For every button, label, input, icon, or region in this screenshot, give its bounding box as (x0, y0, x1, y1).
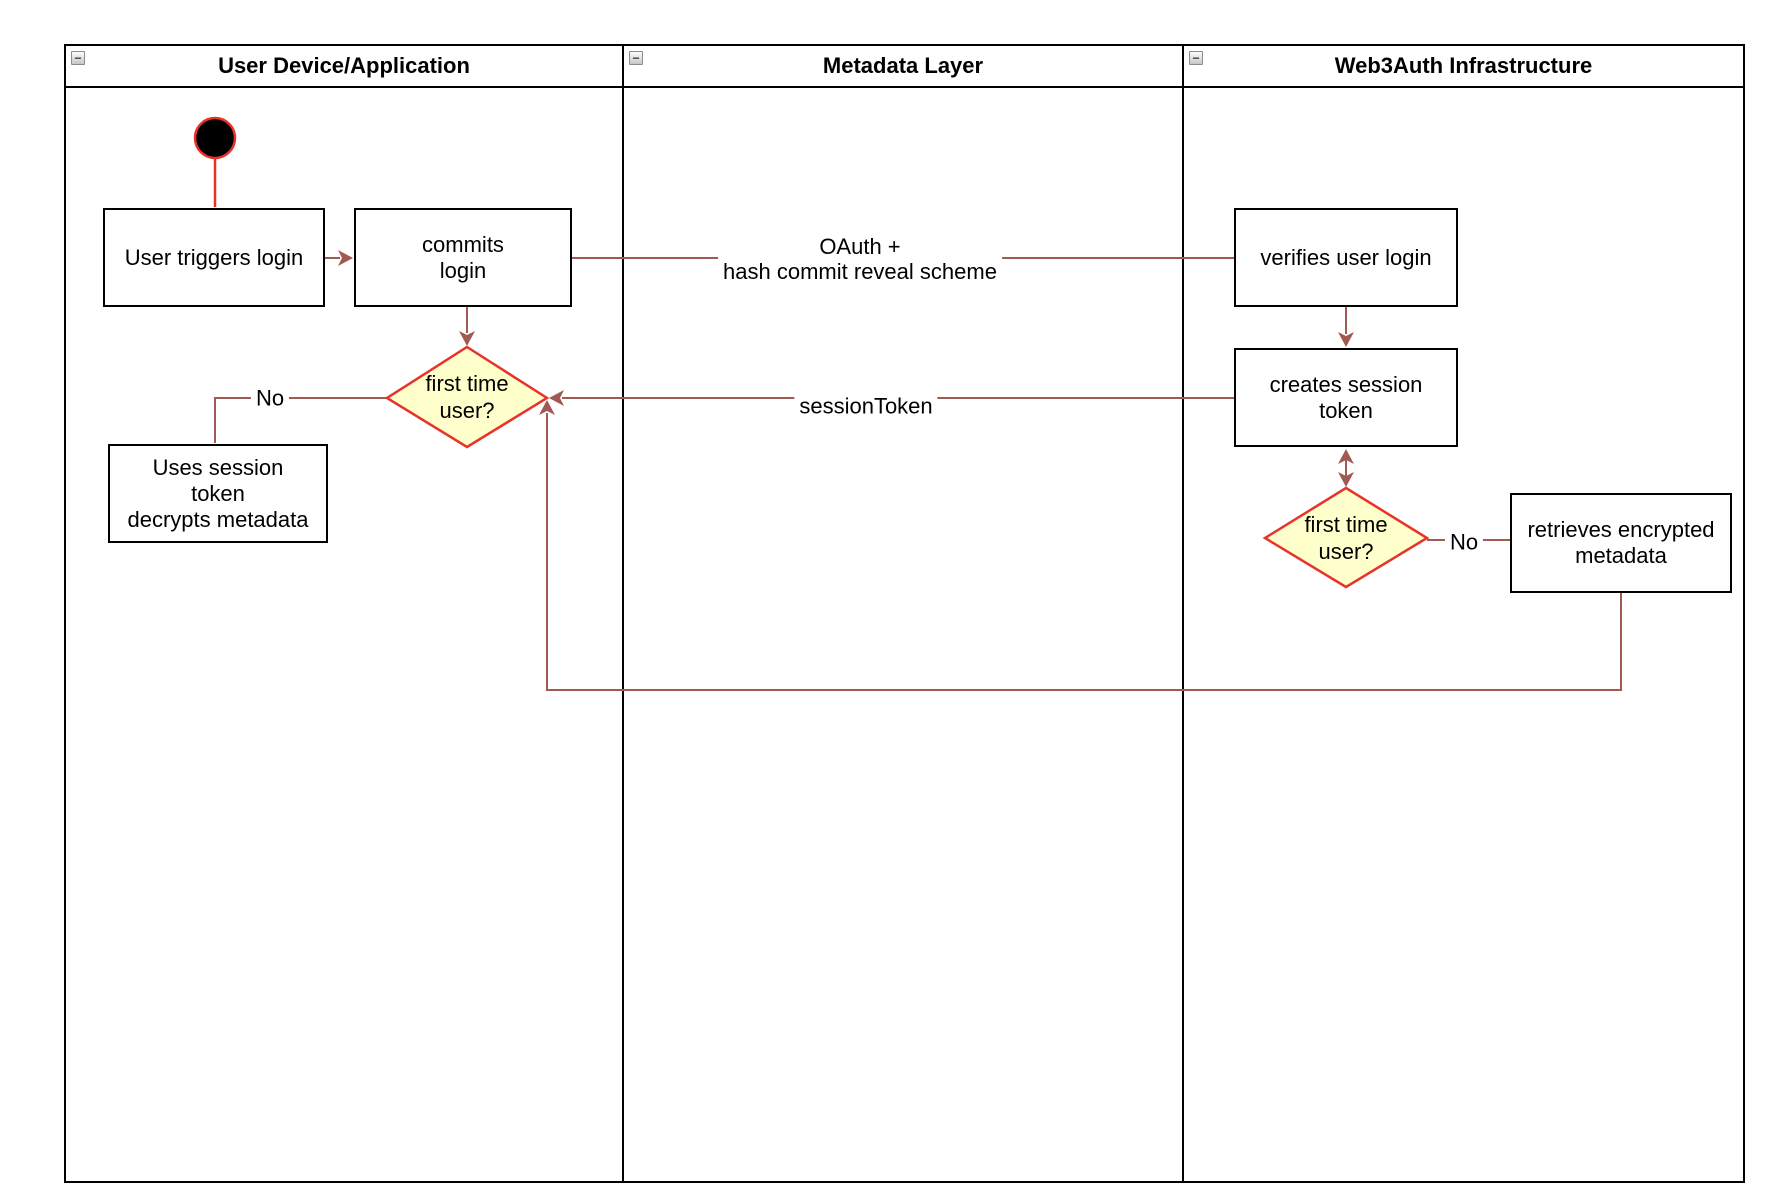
arrowhead-down-decision-device (459, 331, 475, 346)
edge-label-no-device: No (250, 385, 290, 411)
node-retrieves-encrypted-metadata[interactable]: retrieves encrypted metadata (1510, 493, 1732, 593)
node-verifies-user-login[interactable]: verifies user login (1234, 208, 1458, 307)
decision-diamond-infra[interactable] (1262, 486, 1430, 589)
arrowhead-up-creates (1338, 449, 1354, 464)
arrowhead-down-decision-infra (1338, 472, 1354, 487)
collapse-lane-icon-web3auth[interactable]: − (1189, 51, 1203, 65)
node-creates-session-token[interactable]: creates session token (1234, 348, 1458, 447)
node-user-triggers-login[interactable]: User triggers login (103, 208, 325, 307)
edge-label-no-infra: No (1444, 529, 1484, 555)
collapse-lane-icon-metadata-layer[interactable]: − (629, 51, 643, 65)
edge-label-oauth: OAuth + hash commit reveal scheme (718, 234, 1002, 284)
edge-no-to-uses-session (214, 397, 387, 443)
edge-retrieves-loopback (546, 413, 1622, 691)
decision-diamond-device[interactable] (384, 345, 550, 449)
collapse-lane-icon-user-device[interactable]: − (71, 51, 85, 65)
node-commits-login[interactable]: commits login (354, 208, 572, 307)
edge-label-session-token: sessionToken (794, 393, 938, 419)
arrowhead-right-commits (338, 250, 353, 266)
arrowhead-left-decision-device (549, 390, 564, 406)
arrowhead-up-decision-device (539, 400, 555, 415)
arrowhead-down-creates (1338, 332, 1354, 347)
start-node[interactable] (193, 116, 237, 160)
node-uses-session-token[interactable]: Uses session token decrypts metadata (108, 444, 328, 543)
